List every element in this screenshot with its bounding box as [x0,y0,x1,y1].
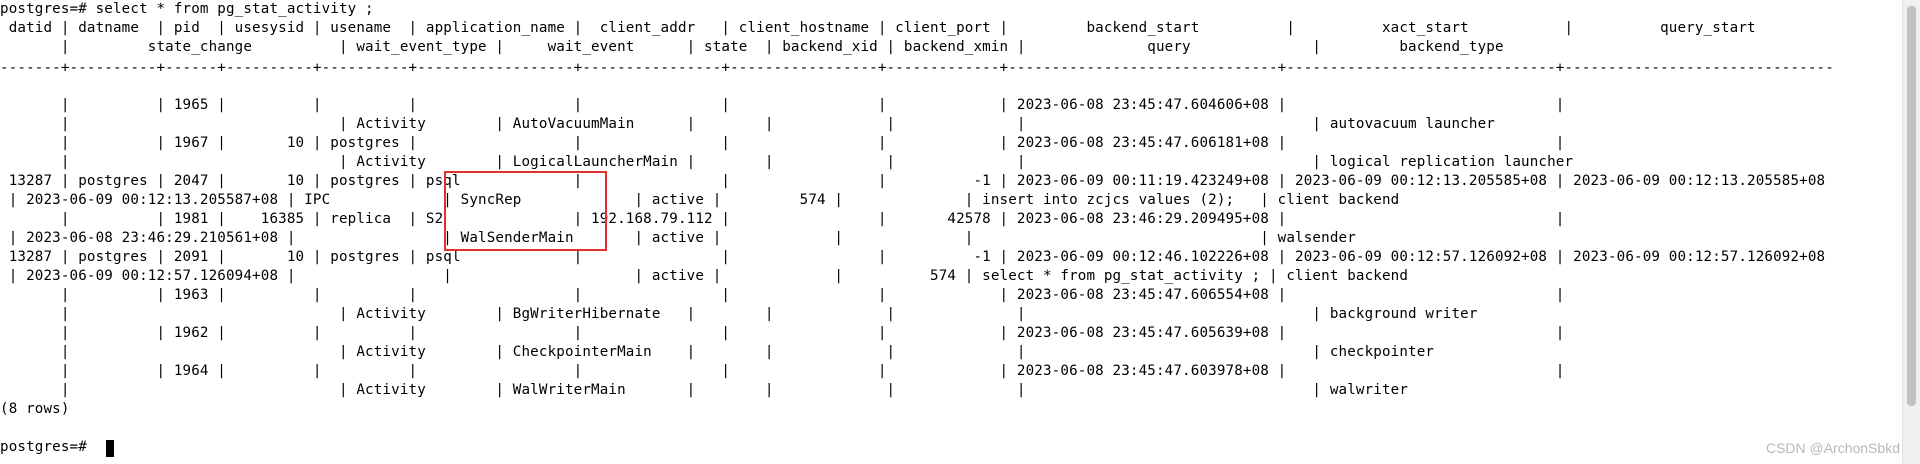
terminal-line-row: | 2023-06-09 00:12:57.126094+08 | | | ac… [0,268,1409,284]
terminal-line-row: | | 1981 | 16385 | replica | S2 | 192.16… [0,211,1565,227]
terminal-line-row: | | Activity | AutoVacuumMain | | | | | … [0,116,1495,132]
terminal-line-row: | | Activity | LogicalLauncherMain | | |… [0,154,1574,170]
watermark-text: CSDN @ArchonSbkd [1765,440,1900,456]
terminal-line-row: | 2023-06-08 23:46:29.210561+08 | | WalS… [0,230,1356,246]
terminal-line-header-1: datid | datname | pid | usesysid | usena… [0,20,1756,36]
vertical-scrollbar[interactable] [1902,0,1920,464]
terminal-line-row: | | Activity | CheckpointerMain | | | | … [0,344,1435,360]
terminal-line-row-count: (8 rows) [0,401,70,417]
terminal-line-row: | | Activity | WalWriterMain | | | | | w… [0,382,1409,398]
terminal-cursor [106,440,114,457]
highlight-annotation-box [444,171,607,251]
terminal-line-row: | | 1962 | | | | | | | 2023-06-08 23:45:… [0,325,1565,341]
terminal-line-prompt[interactable]: postgres=# [0,439,96,455]
terminal-line-header-2: | state_change | wait_event_type | wait_… [0,39,1504,55]
terminal-line-command: postgres=# select * from pg_stat_activit… [0,1,374,17]
terminal-line-row: | 2023-06-09 00:12:13.205587+08 | IPC | … [0,192,1400,208]
terminal-line-row: 13287 | postgres | 2091 | 10 | postgres … [0,249,1826,265]
terminal-line-row: | | 1965 | | | | | | | 2023-06-08 23:45:… [0,97,1565,113]
scrollbar-thumb[interactable] [1907,6,1916,406]
terminal-line-row: | | 1967 | 10 | postgres | | | | | 2023-… [0,135,1565,151]
terminal-line-separator: -------+----------+------+----------+---… [0,60,1834,76]
terminal-line-row: 13287 | postgres | 2047 | 10 | postgres … [0,173,1826,189]
terminal-line-row: | | 1963 | | | | | | | 2023-06-08 23:45:… [0,287,1565,303]
terminal-line-row: | | 1964 | | | | | | | 2023-06-08 23:45:… [0,363,1565,379]
terminal-line-row: | | Activity | BgWriterHibernate | | | |… [0,306,1478,322]
